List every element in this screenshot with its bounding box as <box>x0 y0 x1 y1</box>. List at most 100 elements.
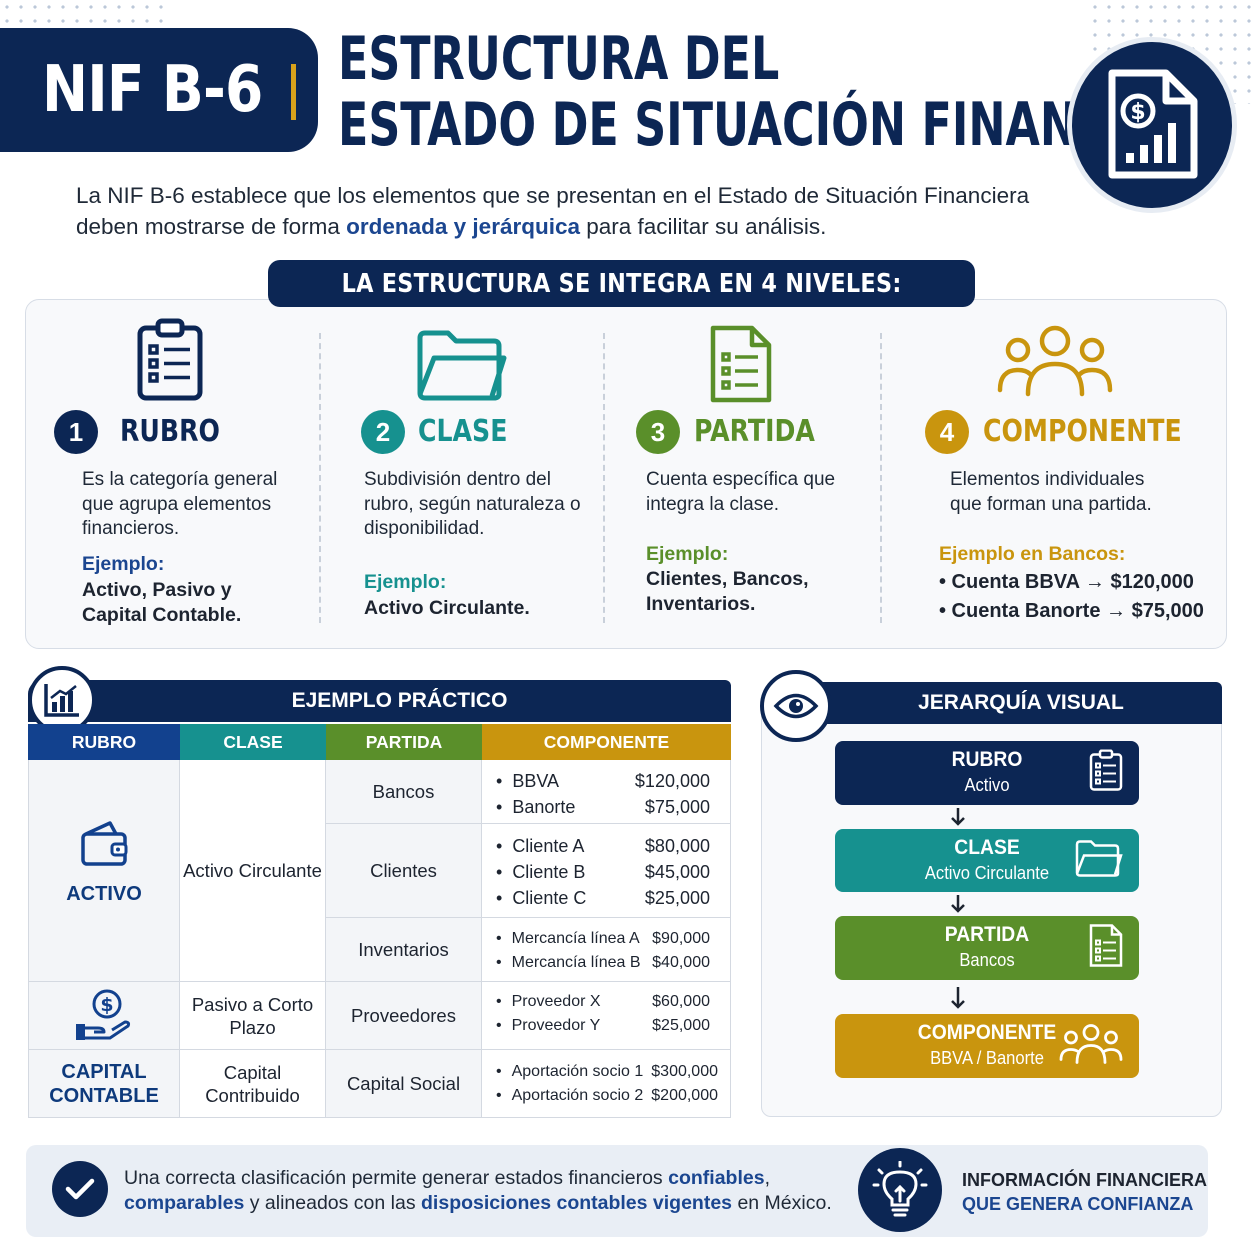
financial-document-icon: $ <box>1072 42 1232 208</box>
level-desc-clase: Subdivisión dentro del rubro, según natu… <box>364 469 581 539</box>
level-example-clase: Activo Circulante. <box>364 597 530 619</box>
clipboard-icon <box>1089 749 1123 797</box>
clase-cell-capital: Capital Contribuido <box>180 1050 326 1118</box>
list-item: Mercancía línea B$40,000 <box>496 951 710 975</box>
hierarchy-box-rubro: RUBRO Activo <box>835 741 1139 805</box>
clipboard-icon <box>136 318 204 407</box>
level-number-4: 4 <box>925 410 969 454</box>
componente-cell <box>482 824 731 918</box>
hierarchy-box-componente: COMPONENTE BBVA / Banorte <box>835 1014 1139 1078</box>
rubro-label-capital: CAPITAL CONTABLE <box>49 1061 159 1107</box>
header-accent-bar <box>291 64 296 120</box>
practical-table: RUBRO CLASE PARTIDA COMPONENTE ACTIVO $ … <box>28 724 731 1118</box>
level-title-partida: PARTIDA <box>694 414 815 449</box>
footer-highlight: disposiciones contables vigentes <box>421 1192 733 1214</box>
footer-part: y alineados con las <box>244 1192 422 1214</box>
level-number-3: 3 <box>636 410 680 454</box>
level-number-2: 2 <box>361 410 405 454</box>
component-amount: $75,000 <box>644 797 710 817</box>
level-example-partida: Clientes, Bancos, Inventarios. <box>646 568 809 615</box>
column-header-rubro: RUBRO <box>28 724 180 760</box>
svg-text:$: $ <box>100 994 113 1016</box>
component-amount: $120,000 <box>634 771 710 791</box>
header-code-pill: NIF B-6 <box>0 28 318 152</box>
level-desc-componente: Elementos individuales que forman una pa… <box>950 469 1152 515</box>
footer-highlight: confiables <box>668 1167 765 1189</box>
componente-cell <box>482 918 731 982</box>
levels-divider <box>319 333 321 623</box>
footer-text: Una correcta clasificación permite gener… <box>124 1166 844 1216</box>
component-amount: $80,000 <box>644 836 710 856</box>
list-item: Cliente B $45,000 <box>496 859 710 885</box>
header-code: NIF B-6 <box>42 53 263 127</box>
hierarchy-box-sub: Activo Circulante <box>924 863 1050 883</box>
decorative-dots-left <box>0 0 172 24</box>
level-example-label-rubro: Ejemplo: <box>82 553 165 575</box>
check-icon <box>52 1161 108 1217</box>
rubro-cell-pasivo-capital <box>28 982 180 1118</box>
rubro-cell-activo <box>28 760 180 982</box>
level-title-rubro: RUBRO <box>120 414 220 449</box>
level-desc-rubro: Es la categoría general que agrupa eleme… <box>82 469 278 539</box>
hierarchy-box-title: PARTIDA <box>944 923 1030 946</box>
down-arrow-icon <box>949 807 967 832</box>
people-icon <box>996 324 1114 403</box>
level-example-label-clase: Ejemplo: <box>364 571 447 593</box>
component-amount: $40,000 <box>652 954 710 971</box>
component-name: Cliente B <box>496 859 585 885</box>
component-amount: $45,000 <box>644 862 710 882</box>
list-item: Cliente C$25,000 <box>496 885 710 911</box>
list-item: Banorte$75,000 <box>496 794 710 820</box>
list-item: • Cuenta BBVA → $120,000 <box>939 571 1194 593</box>
partida-cell-inventarios: Inventarios <box>326 918 482 982</box>
list-document-icon <box>708 324 774 409</box>
hierarchy-box-title: CLASE <box>954 836 1020 859</box>
clase-cell-pasivo: Pasivo a Corto Plazo <box>180 982 326 1050</box>
componente-cell <box>482 760 731 824</box>
list-item: BBVA$120,000 <box>496 768 710 794</box>
hierarchy-box-sub: Bancos <box>959 950 1015 970</box>
component-name: Proveedor X <box>496 990 601 1014</box>
hierarchy-box-clase: CLASE Activo Circulante <box>835 829 1139 892</box>
people-icon <box>1059 1023 1123 1070</box>
level-example-list-componente: • Cuenta BBVA → $120,000 • Cuenta Banort… <box>939 568 1204 626</box>
footer-panel <box>26 1145 1208 1237</box>
bar-chart-icon <box>28 666 96 734</box>
rubro-label-activo: ACTIVO <box>66 883 142 905</box>
clase-cell-activo-circulante: Activo Circulante <box>180 760 326 982</box>
down-arrow-icon <box>949 986 967 1015</box>
hierarchy-box-sub: Activo <box>964 775 1010 795</box>
component-amount: $60,000 <box>652 993 710 1010</box>
list-document-icon <box>1089 924 1123 973</box>
component-amount: $25,000 <box>652 1017 710 1034</box>
list-item: Cliente A $80,000 <box>496 833 710 859</box>
levels-banner-text: LA ESTRUCTURA SE INTEGRA EN 4 NIVELES: <box>341 268 902 299</box>
partida-cell-bancos: Bancos <box>326 760 482 824</box>
hierarchy-box-title: RUBRO <box>951 748 1023 771</box>
partida-cell-proveedores: Proveedores <box>326 982 482 1050</box>
intro-part1: La NIF B-6 establece que los elementos q… <box>76 183 1030 239</box>
component-amount: $90,000 <box>652 930 710 947</box>
component-name: Aportación socio 1 <box>496 1060 644 1084</box>
intro-part2: para facilitar su análisis. <box>580 214 827 239</box>
folder-icon <box>416 328 508 407</box>
eye-icon <box>760 670 832 742</box>
footer-tagline-line2: QUE GENERA CONFIANZA <box>962 1194 1194 1214</box>
component-name: Mercancía línea A <box>496 927 640 951</box>
componente-cell <box>482 982 731 1050</box>
lightbulb-icon <box>858 1148 942 1232</box>
practical-title: EJEMPLO PRÁCTICO <box>291 689 508 712</box>
list-item: Proveedor X $60,000 <box>496 990 710 1014</box>
component-amount: $25,000 <box>644 888 710 908</box>
component-name: Cliente A <box>496 833 584 859</box>
list-item: Aportación socio 1$300,000 <box>496 1060 718 1084</box>
levels-divider <box>880 333 882 623</box>
component-name: Aportación socio 2 <box>496 1084 644 1108</box>
hierarchy-header: JERARQUÍA VISUAL <box>784 682 1222 724</box>
levels-divider <box>603 333 605 623</box>
column-header-clase: CLASE <box>180 724 326 760</box>
level-desc-partida: Cuenta específica que integra la clase. <box>646 469 836 515</box>
folder-icon <box>1075 839 1123 882</box>
money-hand-icon: $ <box>74 988 132 1049</box>
row-divider <box>28 1049 180 1050</box>
